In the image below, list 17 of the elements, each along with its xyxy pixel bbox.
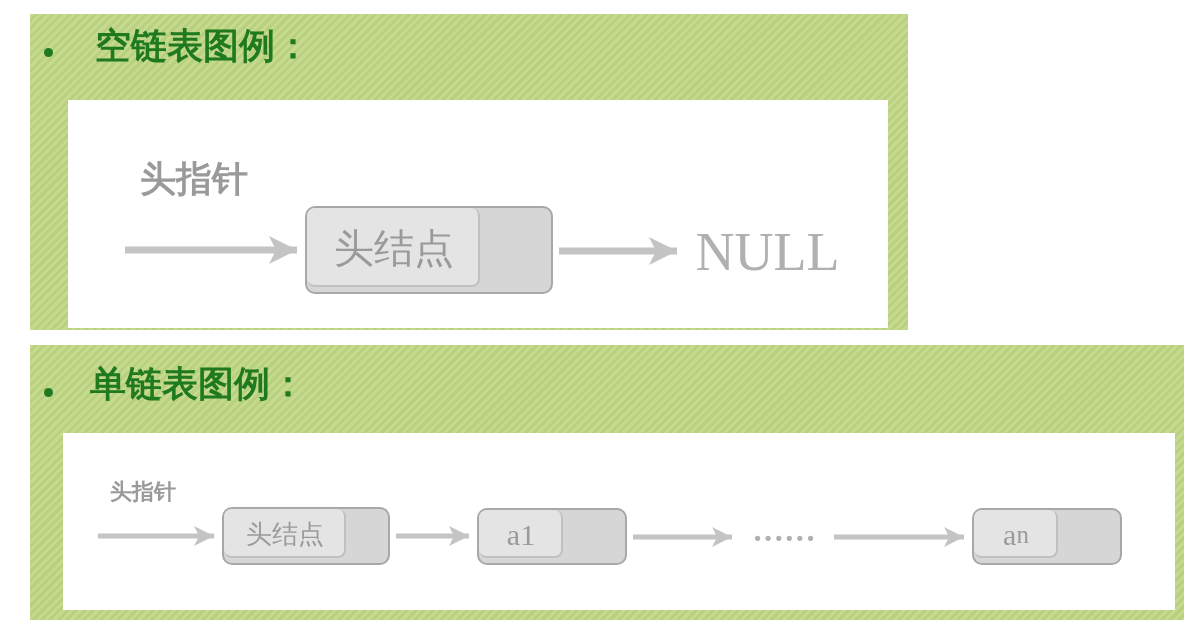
node-text: 头结点 [332,223,455,273]
pointer-label: 头指针 [140,157,248,201]
node-text: 头结点 [245,517,325,551]
arrow [834,527,964,547]
pointer-label: 头指针 [110,478,176,506]
heading: 空链表图例： [95,23,311,68]
node-box [305,206,553,294]
node-text: a1 [505,516,537,553]
node-box [222,507,390,565]
node-box [477,508,627,565]
arrow [396,526,469,546]
node-box [972,508,1122,565]
heading: 单链表图例： [90,361,306,406]
arrow [633,527,732,547]
null-text: NULL [685,222,850,282]
ellipsis-text: •••••• [740,520,828,556]
arrow [98,526,214,546]
